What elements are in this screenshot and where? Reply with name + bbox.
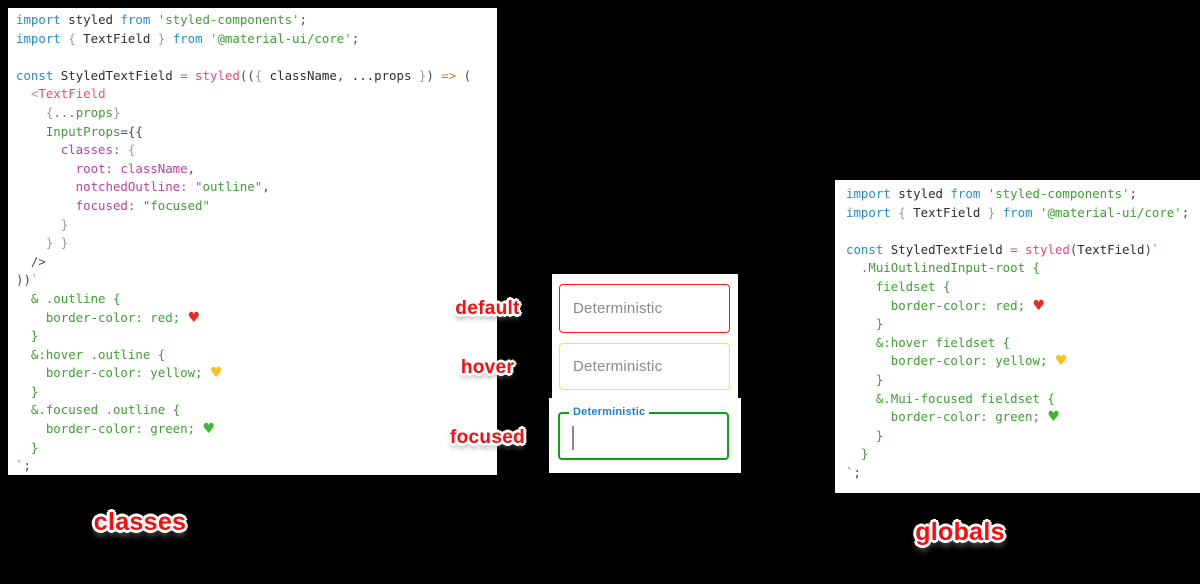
code-line: <TextField bbox=[16, 86, 106, 102]
code-line: } bbox=[16, 328, 39, 344]
textfield-floating-label: Deterministic bbox=[569, 406, 650, 418]
code-line: border-color: red; ♥ bbox=[846, 297, 1046, 314]
caption-globals: globals bbox=[915, 518, 1005, 546]
classes-code-panel: import styled from 'styled-components'; i… bbox=[8, 8, 497, 475]
code-line: border-color: red; ♥ bbox=[16, 309, 201, 326]
code-line: focused: "focused" bbox=[16, 197, 210, 213]
code-line: fieldset { bbox=[846, 278, 951, 294]
code-line: border-color: green; ♥ bbox=[846, 409, 1060, 426]
green-heart-icon: ♥ bbox=[202, 421, 216, 438]
code-line: } bbox=[846, 427, 884, 443]
code-line bbox=[846, 222, 1200, 241]
caption-classes: classes bbox=[93, 508, 187, 536]
code-line: & .outline { bbox=[16, 290, 121, 306]
code-line: border-color: yellow; ♥ bbox=[846, 353, 1068, 370]
state-label-hover: hover bbox=[460, 357, 515, 378]
code-line: } bbox=[846, 371, 884, 387]
code-line: const StyledTextField = styled(({ classN… bbox=[16, 67, 472, 83]
code-line: &:hover .outline { bbox=[16, 346, 166, 362]
textfield-focused[interactable]: Deterministic bbox=[558, 406, 729, 460]
red-heart-icon: ♥ bbox=[1032, 297, 1046, 314]
code-line: &.Mui-focused fieldset { bbox=[846, 390, 1055, 406]
code-line: &:hover fieldset { bbox=[846, 334, 1011, 350]
code-line: &.focused .outline { bbox=[16, 402, 181, 418]
code-line: } bbox=[16, 216, 69, 232]
textfield-default[interactable]: Deterministic bbox=[559, 284, 730, 333]
code-line: {...props} bbox=[16, 104, 121, 120]
code-line: } bbox=[846, 316, 884, 332]
code-line: } } bbox=[16, 235, 69, 251]
code-line: root: className, bbox=[16, 160, 196, 176]
code-line: notchedOutline: "outline", bbox=[16, 179, 270, 195]
globals-code-panel: import styled from 'styled-components'; i… bbox=[835, 180, 1200, 493]
code-line: import styled from 'styled-components'; bbox=[16, 12, 307, 27]
code-line: `; bbox=[16, 458, 31, 474]
code-line: InputProps={{ bbox=[16, 123, 143, 139]
code-line: /> bbox=[16, 253, 46, 269]
textfield-placeholder: Deterministic bbox=[573, 300, 663, 317]
code-line: } bbox=[16, 383, 39, 399]
code-line: } bbox=[846, 446, 869, 462]
code-line: `; bbox=[846, 464, 861, 480]
code-line: import styled from 'styled-components'; bbox=[846, 186, 1137, 201]
code-line: import { TextField } from '@material-ui/… bbox=[16, 30, 360, 46]
state-label-default: default bbox=[455, 298, 520, 319]
text-cursor-icon bbox=[572, 426, 574, 450]
state-label-focused: focused bbox=[450, 427, 525, 448]
code-line: classes: { bbox=[16, 142, 136, 158]
textfield-placeholder: Deterministic bbox=[573, 358, 663, 375]
green-heart-icon: ♥ bbox=[1047, 409, 1060, 426]
code-line bbox=[16, 48, 497, 67]
yellow-heart-icon: ♥ bbox=[209, 365, 223, 382]
red-heart-icon: ♥ bbox=[187, 309, 201, 326]
code-line: border-color: yellow; ♥ bbox=[16, 365, 223, 382]
code-line: const StyledTextField = styled(TextField… bbox=[846, 241, 1160, 257]
code-line: .MuiOutlinedInput-root { bbox=[846, 260, 1040, 276]
code-line: border-color: green; ♥ bbox=[16, 421, 216, 438]
code-line: ))` bbox=[16, 272, 39, 288]
textfield-hover[interactable]: Deterministic bbox=[559, 343, 730, 390]
code-line: import { TextField } from '@material-ui/… bbox=[846, 204, 1190, 220]
code-line: } bbox=[16, 439, 39, 455]
yellow-heart-icon: ♥ bbox=[1054, 353, 1068, 370]
